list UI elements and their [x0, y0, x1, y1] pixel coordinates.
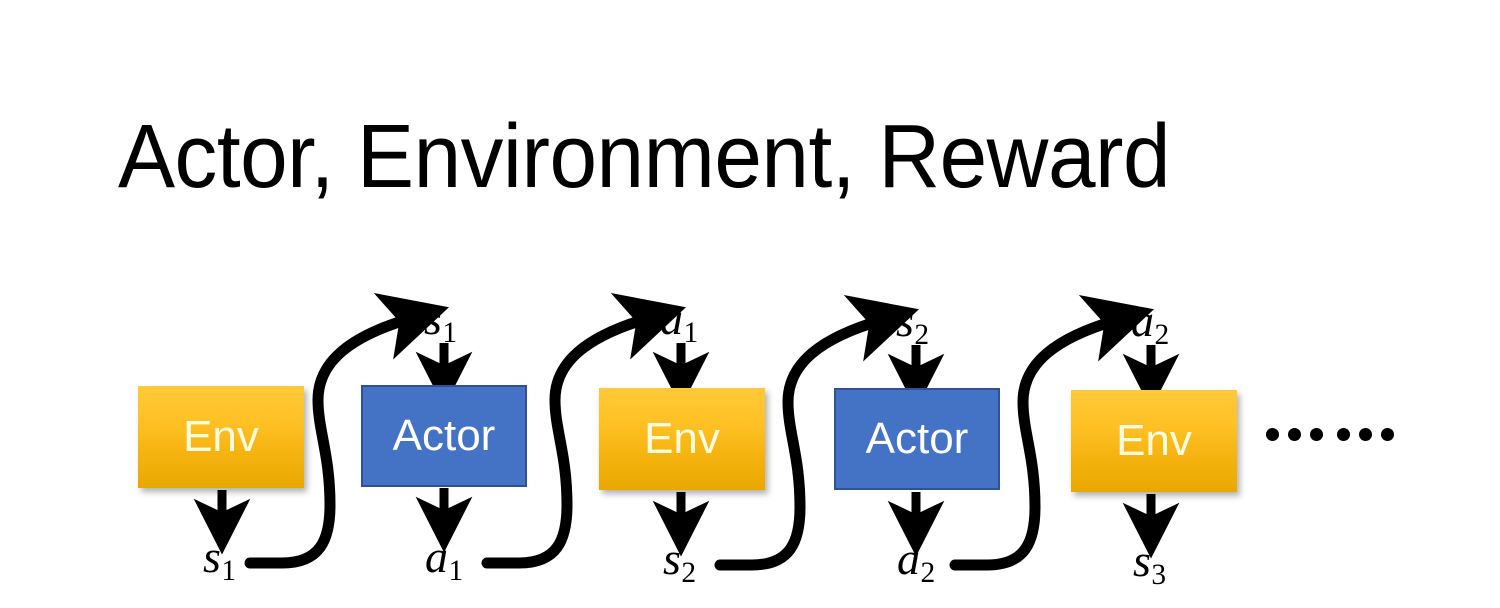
top-label-a2: a2 — [1131, 298, 1169, 351]
subscript: 2 — [920, 557, 936, 590]
block-label: Env — [644, 414, 720, 463]
bottom-label-s1: s1 — [203, 534, 236, 587]
ellipsis-dot — [1266, 428, 1279, 441]
top-label-s1: s1 — [424, 296, 457, 349]
top-label-s2: s2 — [896, 298, 929, 351]
page-title: Actor, Environment, Reward — [118, 107, 1171, 207]
symbol: s — [896, 295, 914, 346]
block-label: Env — [183, 412, 259, 461]
block-env-3[interactable]: Env — [1071, 390, 1237, 492]
subscript: 1 — [442, 317, 458, 350]
symbol: s — [203, 531, 221, 582]
bottom-label-s3: s3 — [1133, 538, 1166, 591]
subscript: 3 — [1151, 559, 1167, 592]
subscript: 1 — [683, 317, 699, 350]
ellipsis-dot — [1337, 428, 1350, 441]
symbol: a — [425, 531, 448, 582]
symbol: a — [1131, 295, 1154, 346]
bottom-label-a1: a1 — [425, 534, 463, 587]
ellipsis-continuation — [1266, 428, 1399, 441]
symbol: a — [660, 293, 683, 344]
symbol: s — [1133, 535, 1151, 586]
subscript: 2 — [914, 319, 930, 352]
bottom-label-s2: s2 — [663, 536, 696, 589]
block-env-2[interactable]: Env — [599, 388, 765, 490]
ellipsis-dot — [1288, 428, 1301, 441]
subscript: 1 — [221, 555, 237, 588]
subscript: 1 — [448, 555, 464, 588]
top-label-a1: a1 — [660, 296, 698, 349]
block-label: Actor — [392, 411, 496, 460]
bottom-label-a2: a2 — [897, 536, 935, 589]
ellipsis-group-1 — [1266, 428, 1323, 441]
subscript: 2 — [1154, 319, 1170, 352]
ellipsis-dot — [1359, 428, 1372, 441]
symbol: s — [663, 533, 681, 584]
block-env-1[interactable]: Env — [138, 386, 304, 488]
subscript: 2 — [681, 557, 697, 590]
ellipsis-group-2 — [1337, 428, 1394, 441]
block-label: Actor — [865, 414, 969, 463]
symbol: a — [897, 533, 920, 584]
block-actor-1[interactable]: Actor — [361, 385, 527, 487]
block-label: Env — [1116, 416, 1192, 465]
block-actor-2[interactable]: Actor — [834, 388, 1000, 490]
symbol: s — [424, 293, 442, 344]
ellipsis-dot — [1381, 428, 1394, 441]
ellipsis-dot — [1310, 428, 1323, 441]
